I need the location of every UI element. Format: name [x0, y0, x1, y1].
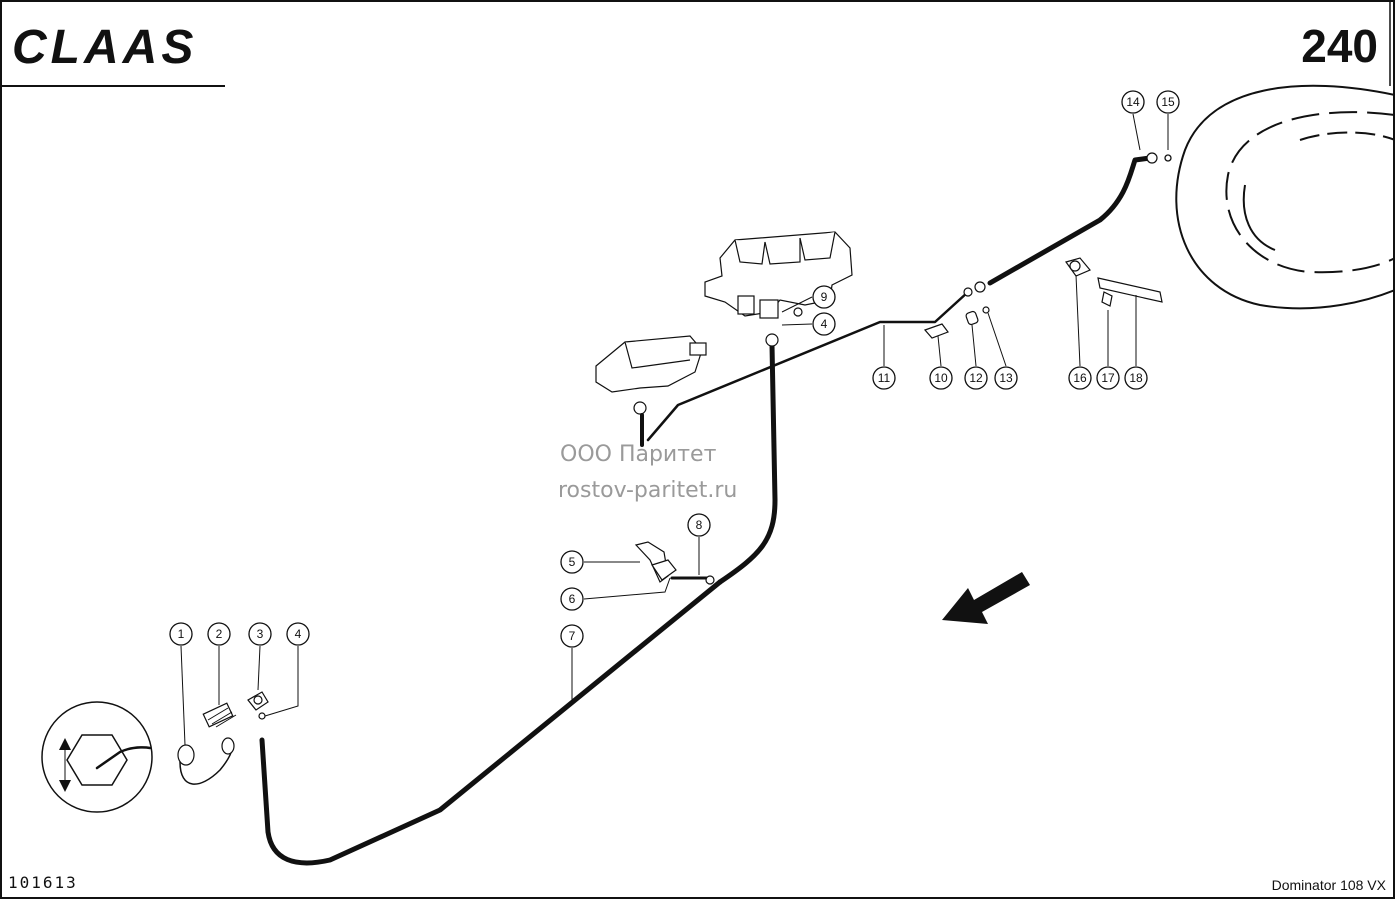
- callout-3: 3: [248, 622, 272, 691]
- part-12: [965, 310, 979, 326]
- callout-1: 1: [169, 622, 193, 746]
- brand-logo: CLAAS: [12, 21, 197, 74]
- callout-5: 5: [560, 550, 640, 574]
- svg-text:8: 8: [696, 518, 703, 532]
- hose-14: [987, 152, 1158, 286]
- callout-6: 6: [560, 577, 671, 611]
- callout-16: 16: [1068, 274, 1092, 390]
- callout-7: 7: [560, 624, 584, 700]
- svg-text:1: 1: [178, 627, 185, 641]
- hose-main: [259, 579, 723, 866]
- angle-fitting: [247, 691, 269, 711]
- svg-text:7: 7: [569, 629, 576, 643]
- callout-13: 13: [987, 312, 1018, 390]
- callout-4b: 4: [781, 312, 836, 336]
- svg-text:5: 5: [569, 555, 576, 569]
- clamp: [634, 541, 715, 585]
- callout-8: 8: [687, 513, 711, 575]
- callout-12: 12: [964, 324, 988, 390]
- svg-text:12: 12: [969, 371, 983, 385]
- svg-text:17: 17: [1101, 371, 1115, 385]
- svg-text:4: 4: [295, 627, 302, 641]
- o-ring-4a: [258, 712, 266, 720]
- small-valve: [595, 335, 707, 415]
- callout-11: 11: [872, 325, 896, 390]
- svg-text:10: 10: [934, 371, 948, 385]
- callout-9: 9: [781, 285, 836, 313]
- svg-text:13: 13: [999, 371, 1013, 385]
- callout-10: 10: [929, 335, 953, 390]
- svg-text:11: 11: [878, 371, 891, 385]
- svg-text:15: 15: [1161, 95, 1175, 109]
- pipe-11: [640, 281, 986, 447]
- callout-18: 18: [1124, 295, 1148, 390]
- hose-riser: [717, 333, 779, 585]
- grease-nipple: [202, 702, 237, 728]
- callout-15: 15: [1156, 90, 1180, 162]
- travel-direction-arrow-icon: [942, 572, 1030, 624]
- bracket: [1065, 257, 1163, 335]
- svg-text:18: 18: [1129, 371, 1143, 385]
- watermark-website: rostov-paritet.ru: [558, 478, 737, 503]
- dust-cap: [177, 737, 235, 785]
- callout-14: 14: [1121, 90, 1145, 151]
- part-10: [923, 323, 949, 339]
- callout-2: 2: [207, 622, 231, 705]
- wheel: [1175, 84, 1395, 310]
- svg-text:2: 2: [216, 627, 223, 641]
- drawing-id: 101613: [8, 873, 78, 892]
- grease-nipple-hexagon-icon: [41, 701, 153, 813]
- svg-text:6: 6: [569, 592, 576, 606]
- watermark-company: ООО Паритет: [560, 442, 717, 467]
- model-name: Dominator 108 VX: [1272, 877, 1387, 893]
- page-number: 240: [1301, 20, 1378, 72]
- svg-text:14: 14: [1126, 95, 1140, 109]
- svg-text:3: 3: [257, 627, 264, 641]
- callout-4: 4: [264, 622, 310, 717]
- svg-text:4: 4: [821, 317, 828, 331]
- svg-text:16: 16: [1073, 371, 1087, 385]
- svg-text:9: 9: [821, 290, 828, 304]
- part-13: [982, 306, 990, 314]
- callout-17: 17: [1096, 310, 1120, 390]
